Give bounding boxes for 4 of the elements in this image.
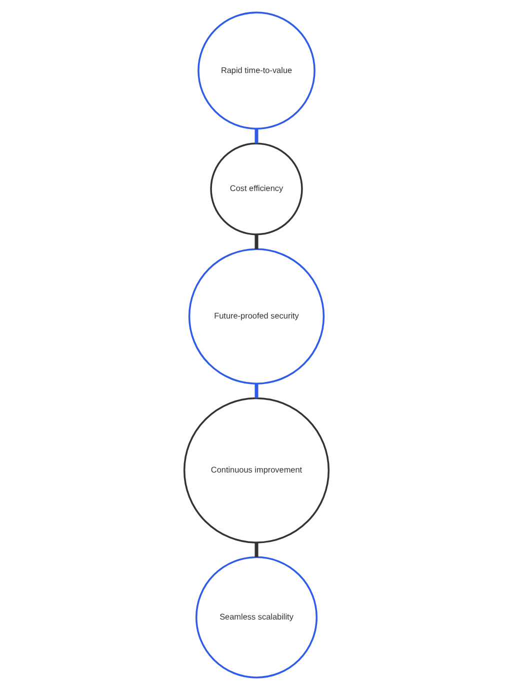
connector	[254, 128, 258, 144]
connector	[254, 234, 258, 250]
connector	[254, 542, 258, 558]
connector	[254, 384, 258, 398]
